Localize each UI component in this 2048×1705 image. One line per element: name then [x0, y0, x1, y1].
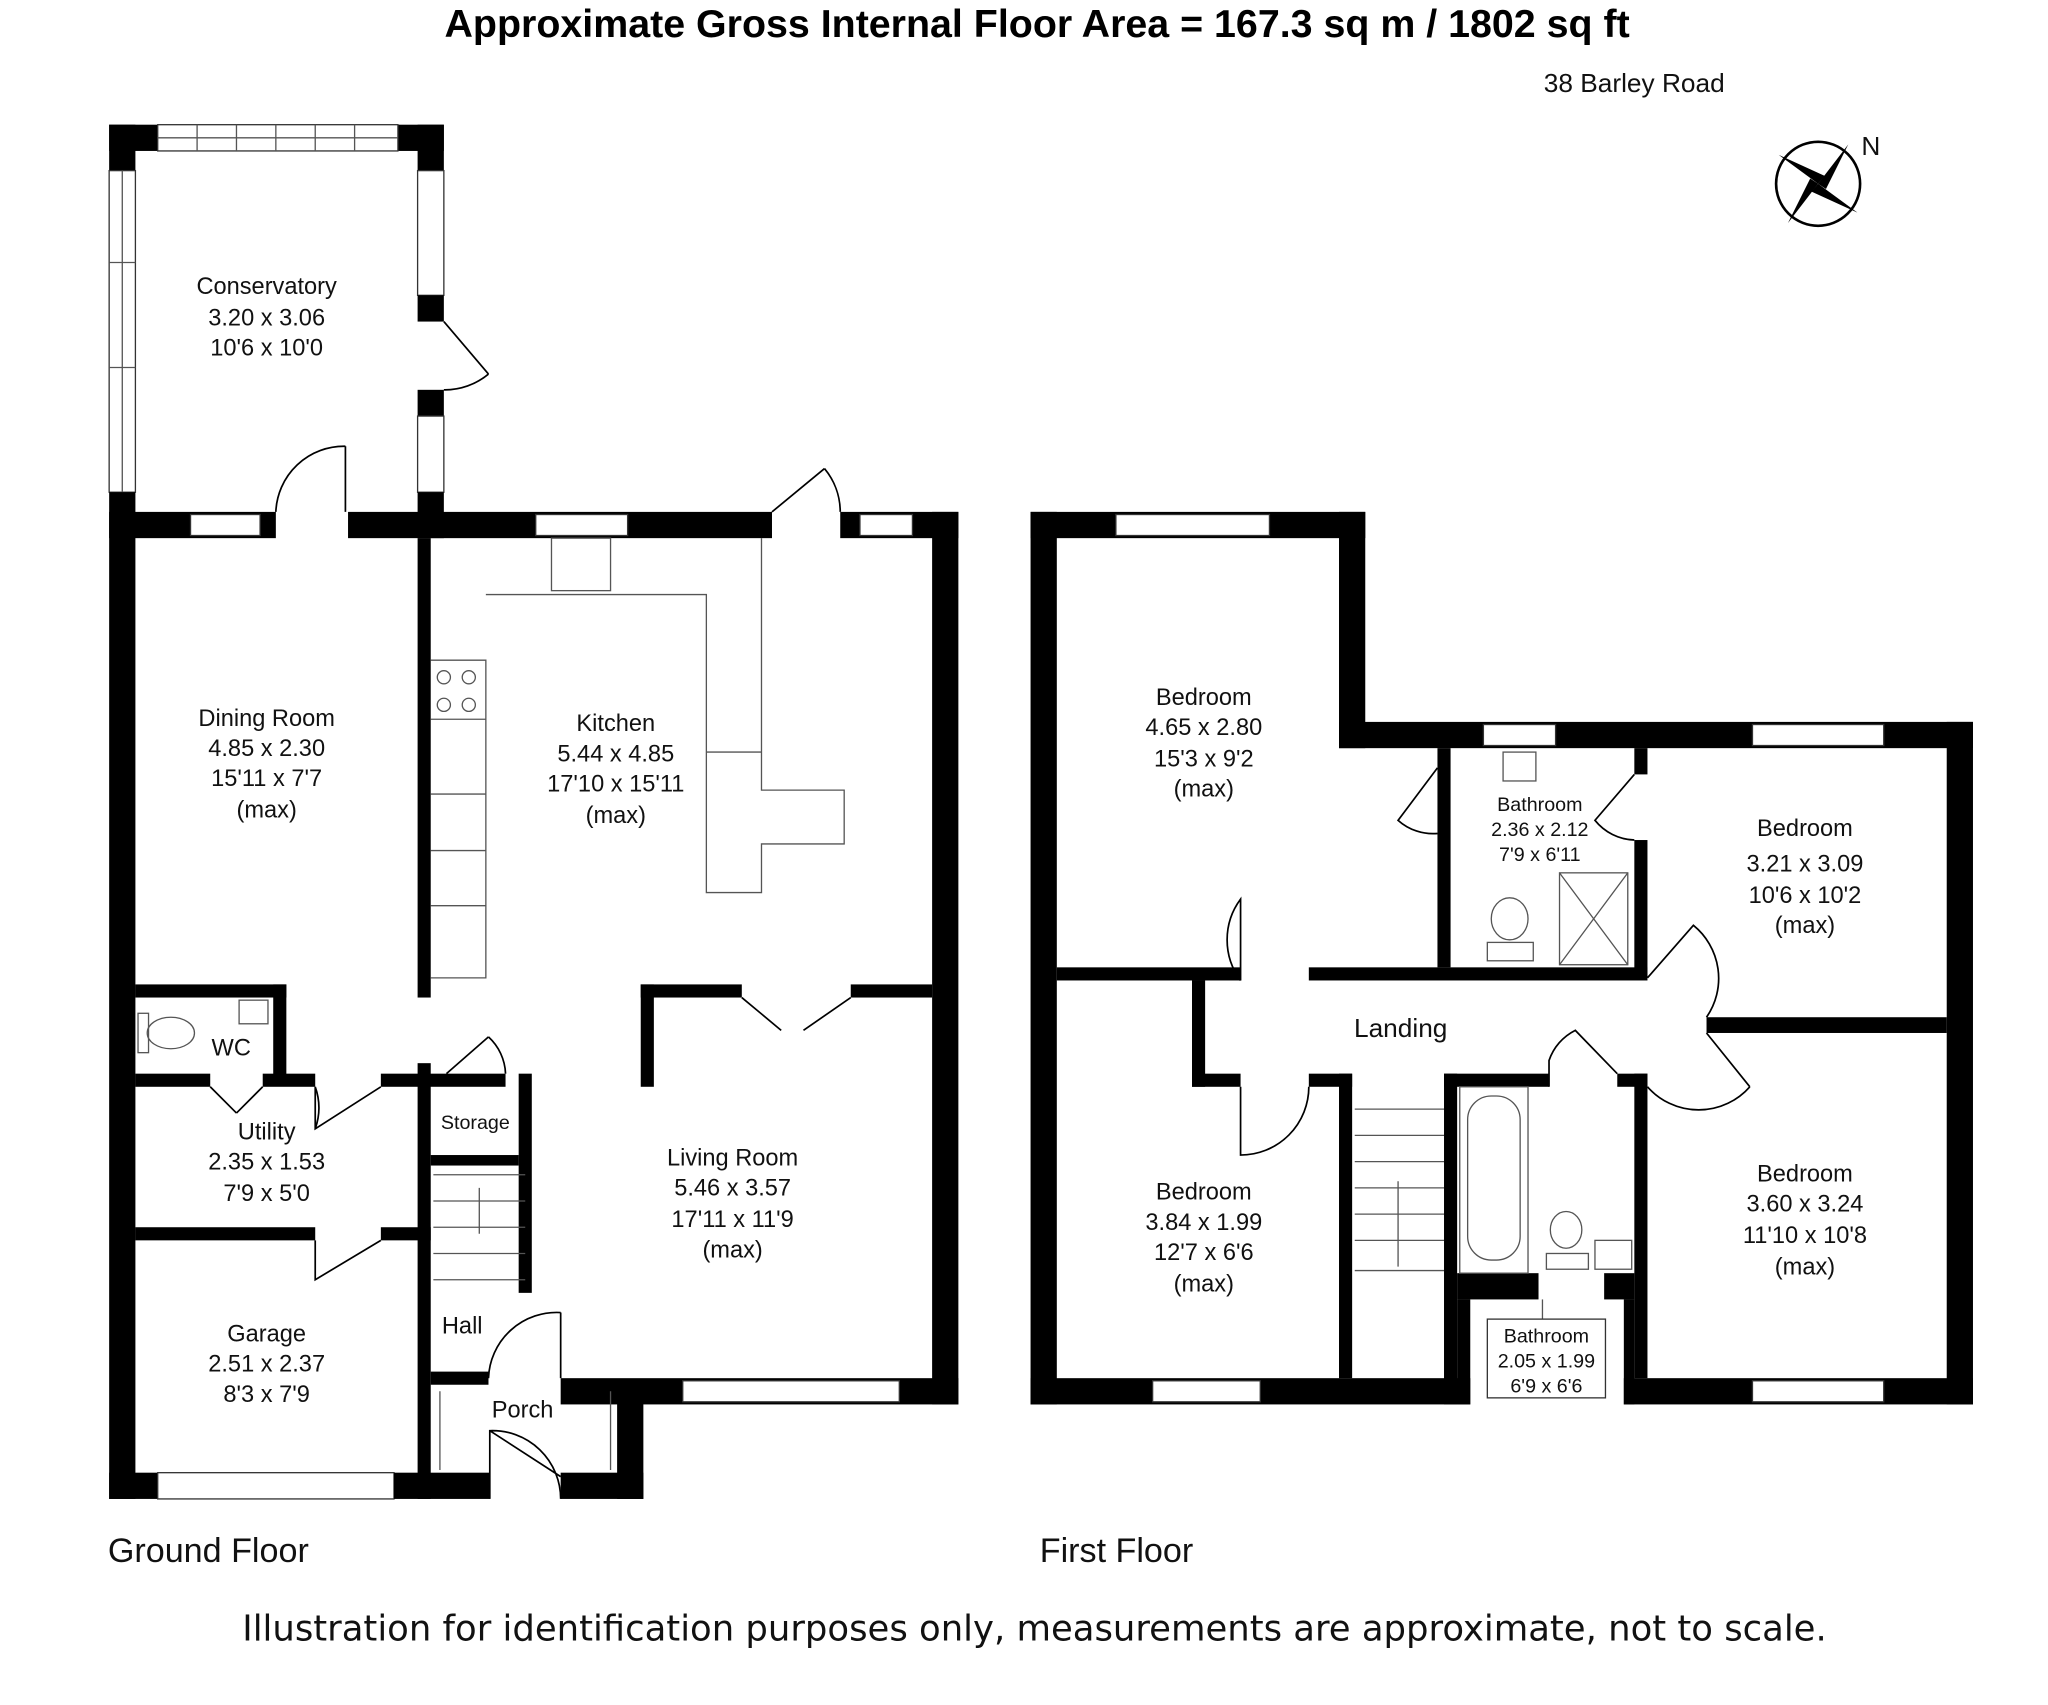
svg-text:3.21 x 3.09: 3.21 x 3.09 — [1747, 852, 1864, 878]
ground-floor-label: Ground Floor — [108, 1532, 309, 1570]
svg-text:8'3 x 7'9: 8'3 x 7'9 — [223, 1382, 309, 1408]
svg-text:(max): (max) — [236, 798, 296, 824]
svg-text:2.51 x 2.37: 2.51 x 2.37 — [208, 1352, 325, 1378]
svg-text:7'9 x 5'0: 7'9 x 5'0 — [223, 1181, 309, 1207]
svg-text:Garage: Garage — [227, 1321, 306, 1347]
svg-text:11'10 x 10'8: 11'10 x 10'8 — [1743, 1223, 1867, 1249]
svg-text:3.60 x 3.24: 3.60 x 3.24 — [1747, 1191, 1864, 1217]
svg-text:Bathroom: Bathroom — [1497, 794, 1582, 816]
svg-text:15'3 x 9'2: 15'3 x 9'2 — [1154, 747, 1254, 773]
room-storage: Storage — [441, 1112, 510, 1134]
room-bedroom-2: Bedroom 3.21 x 3.09 10'6 x 10'2 (max) — [1747, 816, 1864, 939]
room-bedroom-3: Bedroom 3.84 x 1.99 12'7 x 6'6 (max) — [1145, 1180, 1262, 1298]
ground-floor-labels: Conservatory 3.20 x 3.06 10'6 x 10'0 Dinin… — [108, 274, 798, 1570]
svg-text:Utility: Utility — [238, 1119, 296, 1145]
first-floor-label: First Floor — [1040, 1532, 1194, 1570]
svg-text:(max): (max) — [1775, 1254, 1835, 1280]
svg-text:3.20 x 3.06: 3.20 x 3.06 — [208, 306, 325, 332]
room-living: Living Room 5.46 x 3.57 17'11 x 11'9 (max) — [667, 1146, 798, 1264]
north-label: N — [1861, 131, 1880, 161]
first-floor-labels: Bedroom 4.65 x 2.80 15'3 x 9'2 (max) Bathro… — [1040, 685, 1867, 1570]
svg-text:2.35 x 1.53: 2.35 x 1.53 — [208, 1149, 325, 1175]
svg-text:2.05 x 1.99: 2.05 x 1.99 — [1498, 1351, 1595, 1373]
room-conservatory: Conservatory 3.20 x 3.06 10'6 x 10'0 — [196, 274, 337, 362]
svg-text:Bathroom: Bathroom — [1504, 1326, 1589, 1348]
room-porch: Porch — [492, 1398, 554, 1424]
svg-text:Conservatory: Conservatory — [196, 274, 337, 300]
svg-text:(max): (max) — [702, 1237, 762, 1263]
room-bedroom-4: Bedroom 3.60 x 3.24 11'10 x 10'8 (max) — [1743, 1161, 1867, 1280]
svg-text:4.65 x 2.80: 4.65 x 2.80 — [1145, 715, 1262, 741]
svg-text:(max): (max) — [586, 803, 646, 829]
svg-text:17'11 x 11'9: 17'11 x 11'9 — [671, 1207, 793, 1233]
room-bathroom-2: Bathroom 2.05 x 1.99 6'9 x 6'6 — [1498, 1326, 1595, 1398]
room-dining: Dining Room 4.85 x 2.30 15'11 x 7'7 (max) — [198, 706, 334, 824]
room-utility: Utility 2.35 x 1.53 7'9 x 5'0 — [208, 1119, 325, 1207]
svg-text:Bedroom: Bedroom — [1757, 1161, 1853, 1187]
svg-text:6'9 x 6'6: 6'9 x 6'6 — [1510, 1376, 1582, 1398]
room-bedroom-1: Bedroom 4.65 x 2.80 15'3 x 9'2 (max) — [1145, 685, 1262, 803]
svg-text:4.85 x 2.30: 4.85 x 2.30 — [208, 736, 325, 762]
svg-text:Bedroom: Bedroom — [1757, 816, 1853, 842]
room-kitchen: Kitchen 5.44 x 4.85 17'10 x 15'11 (max) — [547, 711, 684, 829]
room-garage: Garage 2.51 x 2.37 8'3 x 7'9 — [208, 1321, 325, 1407]
room-hall: Hall — [442, 1314, 483, 1340]
svg-text:12'7 x 6'6: 12'7 x 6'6 — [1154, 1240, 1254, 1266]
compass-rose-icon: N — [1774, 131, 1880, 228]
svg-text:15'11 x 7'7: 15'11 x 7'7 — [211, 766, 322, 792]
svg-text:17'10 x 15'11: 17'10 x 15'11 — [547, 771, 684, 797]
svg-text:5.46 x 3.57: 5.46 x 3.57 — [674, 1176, 791, 1202]
svg-text:Dining Room: Dining Room — [198, 706, 334, 732]
svg-text:5.44 x 4.85: 5.44 x 4.85 — [557, 741, 674, 767]
room-bathroom-1: Bathroom 2.36 x 2.12 7'9 x 6'11 — [1491, 794, 1588, 866]
svg-text:Bedroom: Bedroom — [1156, 685, 1252, 711]
address: 38 Barley Road — [1544, 68, 1725, 98]
first-floor-plan — [1030, 511, 1973, 1405]
svg-text:(max): (max) — [1174, 777, 1234, 803]
svg-text:10'6 x 10'0: 10'6 x 10'0 — [210, 336, 323, 362]
disclaimer: Illustration for identification purposes… — [242, 1609, 1827, 1650]
svg-text:Living Room: Living Room — [667, 1146, 798, 1172]
page-title: Approximate Gross Internal Floor Area = … — [445, 2, 1630, 46]
room-landing: Landing — [1354, 1013, 1447, 1043]
ground-floor-plan — [108, 124, 959, 1500]
svg-text:10'6 x 10'2: 10'6 x 10'2 — [1749, 883, 1862, 909]
svg-text:(max): (max) — [1775, 913, 1835, 939]
svg-text:3.84 x 1.99: 3.84 x 1.99 — [1145, 1210, 1262, 1236]
room-wc: WC — [212, 1035, 251, 1061]
svg-text:Kitchen: Kitchen — [576, 711, 655, 737]
svg-text:7'9 x 6'11: 7'9 x 6'11 — [1499, 844, 1581, 866]
svg-text:Bedroom: Bedroom — [1156, 1180, 1252, 1206]
svg-text:(max): (max) — [1174, 1272, 1234, 1298]
svg-text:2.36 x 2.12: 2.36 x 2.12 — [1491, 819, 1588, 841]
